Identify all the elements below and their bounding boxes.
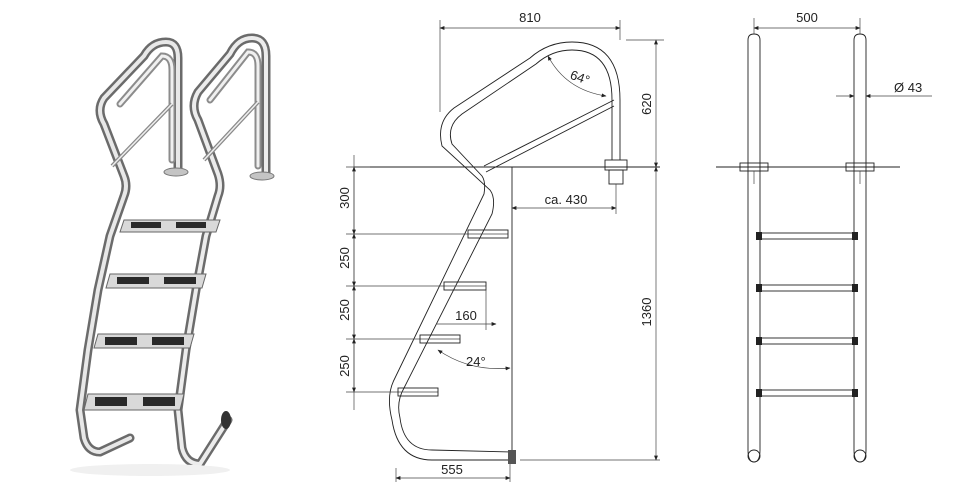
tread-4	[83, 393, 185, 411]
tread-3	[93, 333, 195, 349]
dim-step2-gap: 250	[337, 247, 352, 269]
right-handrail	[173, 33, 275, 469]
dim-tube-diameter: Ø 43	[894, 80, 922, 95]
dim-step1-gap: 300	[337, 187, 352, 209]
front-elevation: 500 Ø 43	[716, 10, 932, 463]
dim-deck-offset: ca. 430	[545, 192, 588, 207]
dim-step3-gap: 250	[337, 299, 352, 321]
dim-total-height: 1360	[639, 298, 654, 327]
front-left-stile	[747, 33, 761, 463]
front-right-stile	[853, 33, 867, 463]
side-tube-inner	[389, 49, 613, 461]
left-handrail	[75, 37, 189, 457]
side-handrail-bar	[483, 99, 615, 167]
dim-handrail-angle: 64°	[568, 67, 592, 88]
dim-handrail-height: 620	[639, 93, 654, 115]
dim-ladder-angle: 24°	[466, 354, 486, 369]
dim-base-width: 555	[441, 462, 463, 477]
dim-top-width: 810	[519, 10, 541, 25]
dim-step4-gap: 250	[337, 355, 352, 377]
front-treads	[756, 232, 858, 397]
deck-anchor	[604, 159, 628, 171]
ladder-rendering	[70, 33, 275, 476]
side-elevation: 810 64° 620 ca. 430 1360 300 250 250 250…	[337, 10, 664, 482]
dim-front-width: 500	[796, 10, 818, 25]
dim-step-depth: 160	[455, 308, 477, 323]
side-steps	[346, 166, 509, 397]
floor-shadow	[70, 464, 230, 476]
side-tube-outer	[398, 41, 621, 453]
tread-1	[119, 219, 221, 233]
tread-2	[105, 273, 207, 289]
